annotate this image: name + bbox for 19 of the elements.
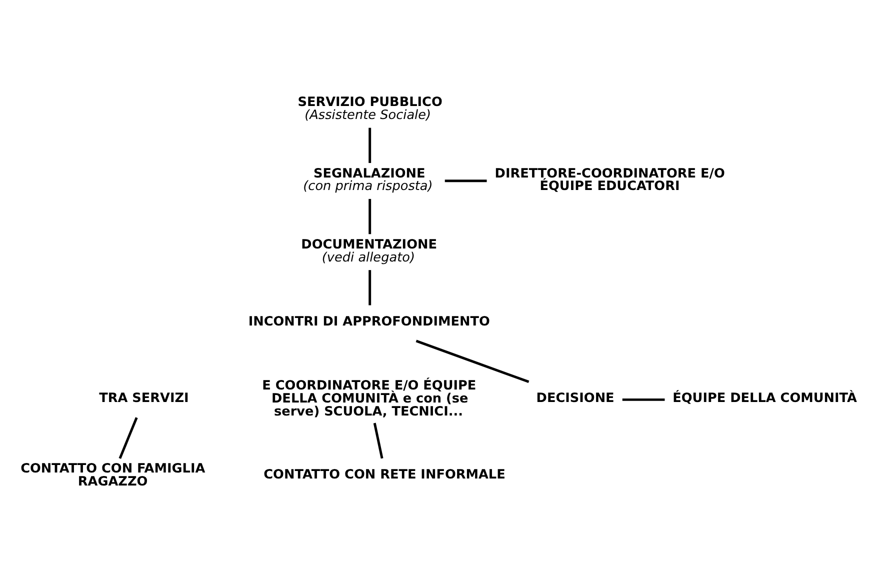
- node-text: INCONTRI DI APPROFONDIMENTO: [248, 314, 490, 330]
- connector: [368, 127, 372, 162]
- connector: [368, 270, 372, 305]
- node-text: SERVIZIO PUBBLICO (Assistente Sociale): [298, 94, 442, 123]
- connector: [368, 198, 372, 234]
- connector: [118, 416, 138, 458]
- node-text: TRA SERVIZI: [99, 390, 189, 406]
- node-text: E COORDINATORE E/O ÉQUIPE DELLA COMUNITÀ e con (se serve) SCUOLA, TECNICI...: [262, 378, 476, 419]
- node-text: ÉQUIPE DELLA COMUNITÀ: [672, 390, 857, 406]
- node-text: CONTATTO CON RETE INFORMALE: [264, 467, 506, 482]
- node-text: DIRETTORE-COORDINATORE E/O ÉQUIPE EDUCATORI: [494, 166, 725, 194]
- node-text: SEGNALAZIONE (con prima risposta): [303, 166, 433, 194]
- node-text: DECISIONE: [536, 390, 614, 406]
- connector: [444, 179, 487, 182]
- node-text: CONTATTO CON FAMIGLIA RAGAZZO: [20, 461, 206, 490]
- node-text: DOCUMENTAZIONE (vedi allegato): [301, 236, 437, 265]
- connector: [373, 422, 384, 458]
- connector: [416, 339, 530, 382]
- connector: [622, 398, 665, 400]
